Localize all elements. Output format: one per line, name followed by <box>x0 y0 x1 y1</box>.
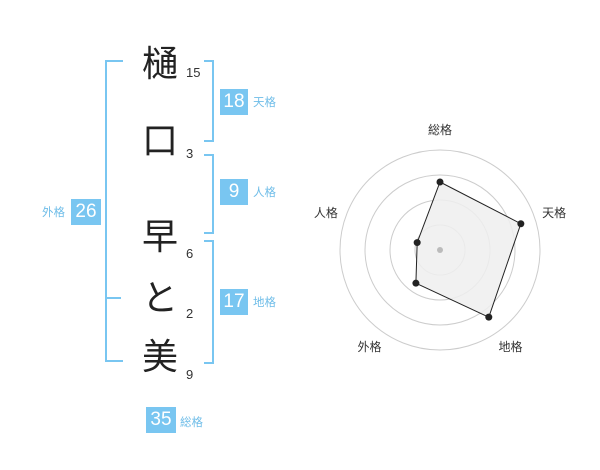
name-char-1: 樋 <box>141 44 178 85</box>
radar-point-1 <box>436 178 444 186</box>
name-char-2: 口 <box>141 121 178 162</box>
name-char-5: 美 <box>141 337 178 378</box>
tenkaku-label: 天格 <box>253 95 276 109</box>
chikaku-value: 17 <box>220 289 248 315</box>
tenkaku-bracket <box>204 60 214 142</box>
radar-point-4 <box>412 279 420 287</box>
radar-point-3 <box>485 313 493 321</box>
gaikaku-bracket-tick <box>105 297 121 299</box>
jinkaku-label: 人格 <box>253 185 276 199</box>
jinkaku-bracket <box>204 154 214 234</box>
radar-ring <box>364 174 516 326</box>
stroke-count-2: 3 <box>186 146 194 161</box>
tenkaku-value: 18 <box>220 89 248 115</box>
radar-ring <box>339 149 541 351</box>
chikaku-label: 地格 <box>253 295 276 309</box>
gaikaku-label: 外格 <box>42 205 65 219</box>
radar-axis-label-4: 外格 <box>357 339 381 354</box>
radar-point-5 <box>413 239 421 247</box>
radar-axis-label-3: 地格 <box>499 339 523 354</box>
name-char-3: 早 <box>141 217 178 258</box>
soukaku-label: 総格 <box>180 415 203 429</box>
jinkaku-value: 9 <box>220 179 248 205</box>
radar-point-2 <box>517 220 525 228</box>
radar-center-dot <box>437 247 443 253</box>
name-char-4: と <box>141 278 178 319</box>
stroke-count-4: 2 <box>186 306 194 321</box>
gaikaku-bracket <box>105 60 123 362</box>
soukaku-value: 35 <box>146 407 176 433</box>
gaikaku-value: 26 <box>71 199 101 225</box>
stroke-count-1: 15 <box>186 65 201 80</box>
chikaku-bracket <box>204 240 214 364</box>
radar-axis-label-1: 総格 <box>428 122 452 137</box>
radar-axis-label-2: 天格 <box>542 205 566 220</box>
stroke-count-5: 9 <box>186 367 194 382</box>
radar-axis-label-5: 人格 <box>314 205 338 220</box>
radar-area <box>415 181 522 318</box>
stroke-count-3: 6 <box>186 246 194 261</box>
